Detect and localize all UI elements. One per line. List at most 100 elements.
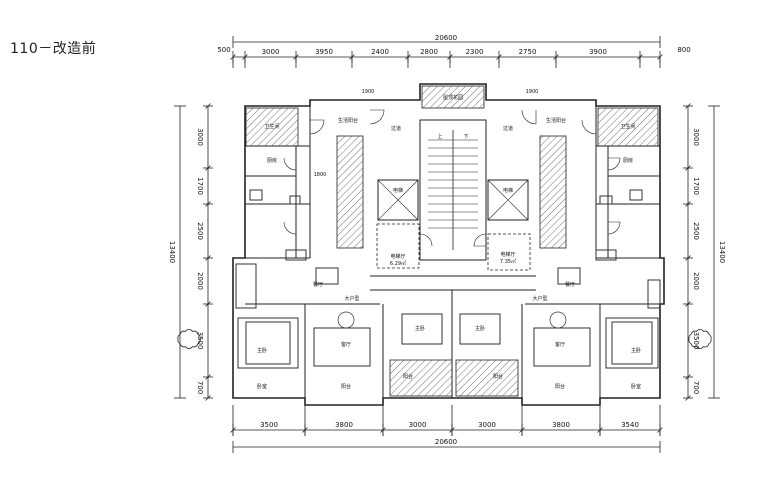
room-label-hall-r: 电梯厅 <box>500 251 515 258</box>
room-label-living-r: 客厅 <box>555 341 565 348</box>
room-label-label-r: 大户型 <box>532 295 547 302</box>
hatch-bottom-mid-right <box>455 359 519 397</box>
bed-mid-left <box>401 313 443 345</box>
bed-left <box>237 317 299 369</box>
left-seg-slash <box>205 255 211 261</box>
left-seg-label: 3500 <box>196 332 204 350</box>
dimension-text: 20600 3000 3950 2400 2800 2300 2750 3900 500 800 3… <box>168 34 726 446</box>
room-label-master-r: 卧室 <box>631 383 641 390</box>
left-seg-label: 1700 <box>196 177 204 195</box>
left-total-label: 13400 <box>168 241 176 263</box>
right-seg-slash <box>685 255 691 261</box>
door-swing <box>607 157 621 171</box>
left-seg-label: 2000 <box>196 272 204 290</box>
room-label-hall-l-area: 6.29㎡ <box>390 260 406 267</box>
room-label-bath-tl: 卫生间 <box>264 123 279 130</box>
top-seg-label: 2750 <box>519 48 537 56</box>
bed-right <box>605 317 659 369</box>
top-seg-last-label: 800 <box>677 46 690 54</box>
top-total-label: 20600 <box>435 34 457 42</box>
bed-left-mattress <box>245 321 291 365</box>
dimension-lines <box>174 36 720 453</box>
left-seg-label: 2500 <box>196 222 204 240</box>
room-label-bal-br: 阳台 <box>555 383 565 390</box>
small-dim-label: 1900 <box>362 89 375 95</box>
fixture <box>599 195 613 205</box>
room-label-bal-bl: 阳台 <box>341 383 351 390</box>
fixture <box>289 195 301 205</box>
room-label-balcony-l: 生活阳台 <box>338 117 358 124</box>
room-label-kitchen-r: 厨房 <box>623 157 633 164</box>
room-label-master-l: 卧室 <box>257 383 267 390</box>
door-swing <box>283 157 297 171</box>
left-seg-slash <box>205 301 211 307</box>
door-swing <box>369 109 385 125</box>
dining-table-right <box>557 267 581 285</box>
room-label-bal-bml: 阳台 <box>403 373 413 380</box>
room-label-label-l: 大户型 <box>344 295 359 302</box>
room-label-hall-r-area: 7.35㎡ <box>500 258 516 265</box>
room-label-stairs-up: 上 <box>437 133 442 140</box>
right-seg-label: 700 <box>692 381 700 394</box>
room-label-living-l: 客厅 <box>341 341 351 348</box>
left-seg-slash <box>205 165 211 171</box>
right-seg-label: 2000 <box>692 272 700 290</box>
elevator-left-x2 <box>377 179 419 221</box>
hatch-shaft-right <box>539 135 567 249</box>
room-label-elevator-l: 电梯 <box>393 187 403 194</box>
left-cloud <box>177 329 201 349</box>
right-seg-slash <box>685 103 691 109</box>
bottom-seg-label: 3800 <box>552 421 570 429</box>
room-label-dining-r: 餐厅 <box>565 281 575 288</box>
door-swing <box>521 109 537 125</box>
bath-left <box>235 263 257 309</box>
hatch-top-left <box>245 107 299 147</box>
hatch-bottom-mid-left <box>389 359 453 397</box>
bottom-total-label: 20600 <box>435 438 457 446</box>
sofa-left <box>313 327 371 367</box>
hatched-walls <box>245 85 659 397</box>
top-seg-label: 2300 <box>466 48 484 56</box>
room-label-bed-r: 主卧 <box>631 347 641 354</box>
elevator-right <box>487 179 529 221</box>
door-swing <box>473 233 487 247</box>
room-label-top-center: 屋顶花园 <box>443 94 463 101</box>
top-seg-label: 2400 <box>371 48 389 56</box>
door-swing <box>607 221 621 235</box>
door-swing <box>283 221 297 235</box>
room-label-elevator-r: 电梯 <box>503 187 513 194</box>
door-swing <box>309 119 325 135</box>
room-label-bed-l: 主卧 <box>257 347 267 354</box>
table-round-left <box>337 311 355 329</box>
room-label-dining-l: 餐厅 <box>313 281 323 288</box>
elevator-left <box>377 179 419 221</box>
room-label-hall-l: 电梯厅 <box>390 253 405 260</box>
top-seg-label: 3950 <box>315 48 333 56</box>
room-label-mid-l: 主卧 <box>415 325 425 332</box>
top-seg-label: 2800 <box>420 48 438 56</box>
room-label-stairs-down: 下 <box>463 134 468 140</box>
right-seg-slash <box>685 374 691 380</box>
drawing-title: 110－改造前 <box>10 41 97 57</box>
bottom-seg-label: 3500 <box>260 421 278 429</box>
top-seg-label: 3900 <box>589 48 607 56</box>
top-seg-first-label: 500 <box>217 46 230 54</box>
room-label-corridor-l: 过道 <box>391 125 401 132</box>
fixture <box>629 189 643 201</box>
hatch-top-right <box>597 107 659 147</box>
hatch-roof-garden <box>421 85 485 109</box>
sofa-right <box>533 327 591 367</box>
left-seg-slash <box>205 103 211 109</box>
left-seg-slash <box>205 374 211 380</box>
small-dim-label: 1800 <box>314 172 327 178</box>
right-seg-label: 3000 <box>692 128 700 146</box>
left-seg-slash <box>205 201 211 207</box>
bath-right <box>647 279 661 309</box>
room-label-kitchen-l: 厨房 <box>267 157 277 164</box>
right-seg-label: 1700 <box>692 177 700 195</box>
room-labels: 屋顶花园生活阳台生活阳台卫生间卫生间厨房厨房过道过道上下电梯电梯电梯厅电梯厅6.… <box>257 94 641 390</box>
right-cloud <box>688 329 712 349</box>
bottom-seg-label: 3800 <box>335 421 353 429</box>
left-seg-slash <box>205 395 211 401</box>
